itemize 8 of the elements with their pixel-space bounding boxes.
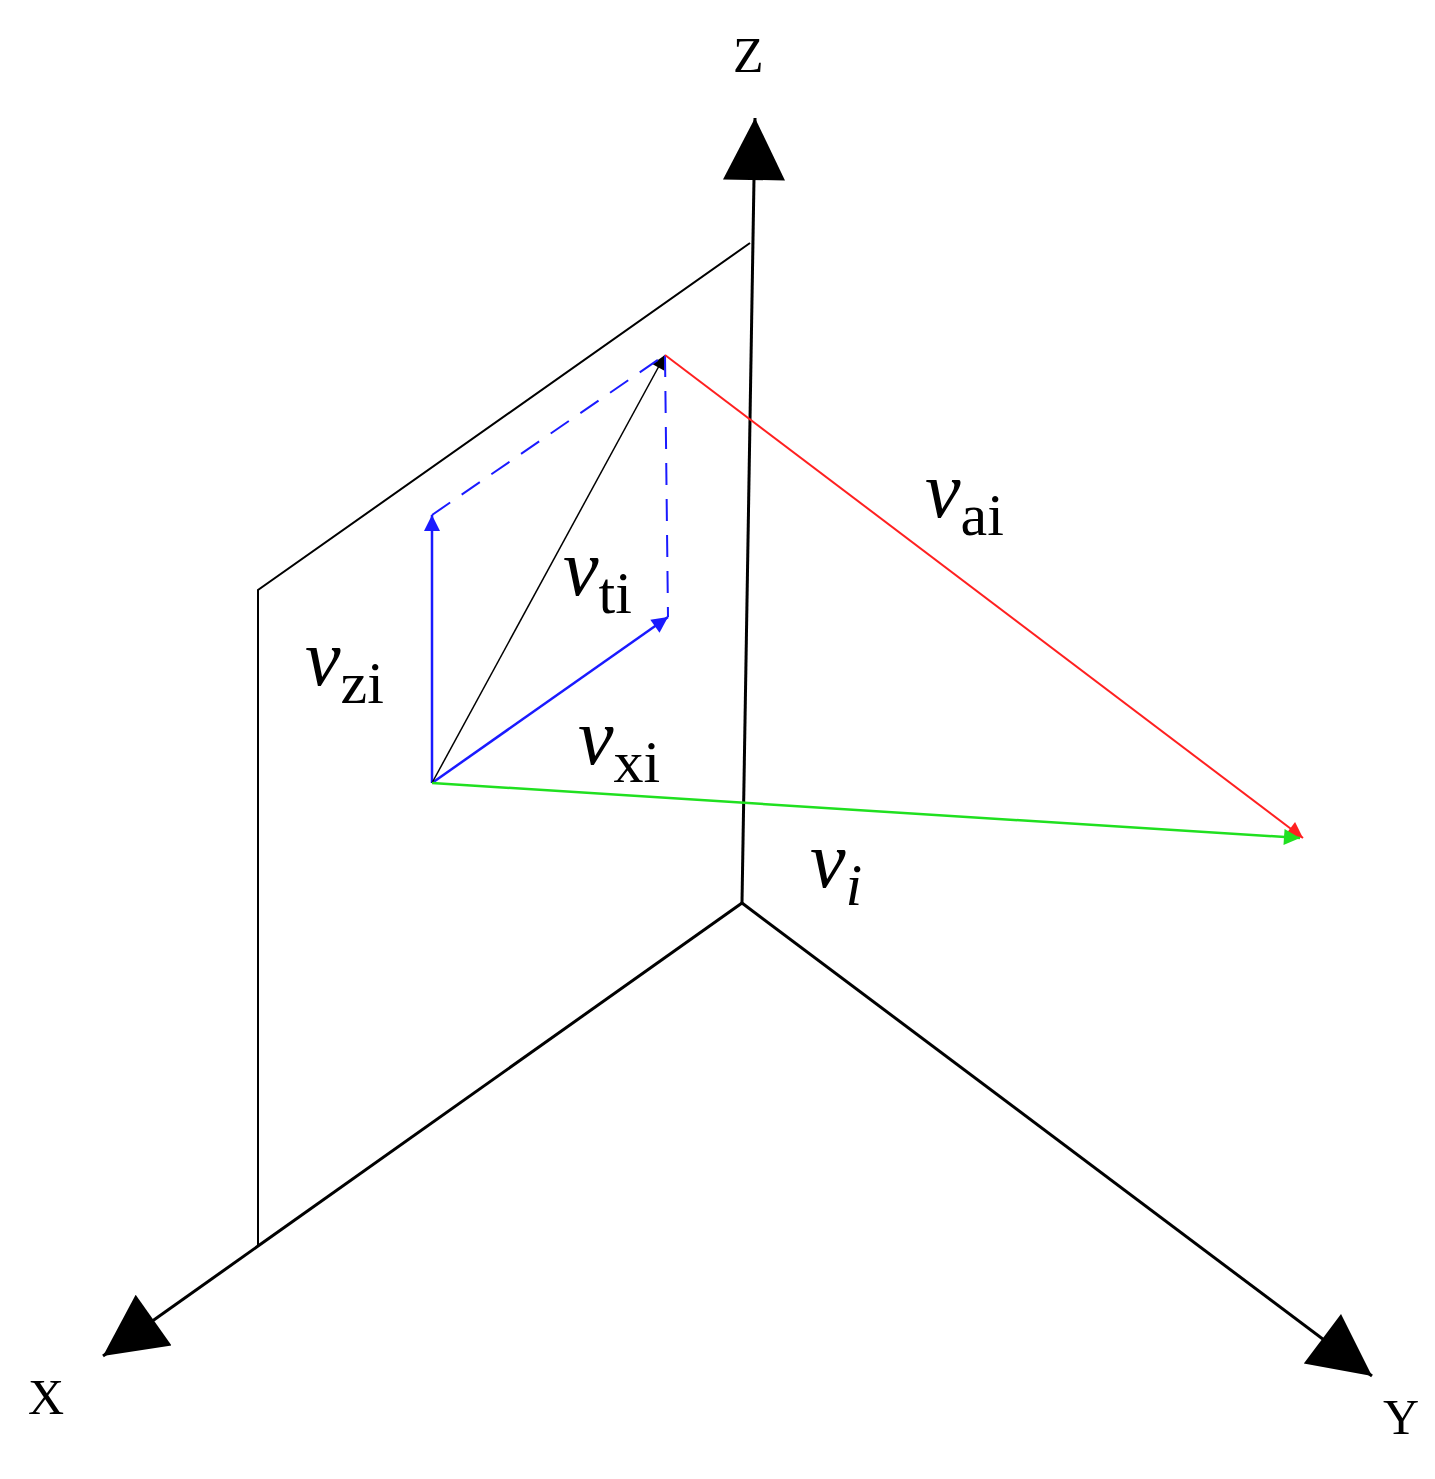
axis-label: Y	[1383, 1392, 1420, 1442]
axis-label: X	[28, 1372, 65, 1422]
vector-label: v$_{i}$	[810, 820, 863, 915]
vector-label: v$_{xi}$	[578, 697, 661, 792]
vector-label: v$_{ai}$	[925, 450, 1004, 545]
vector-label: v$_{ti}$	[563, 528, 632, 623]
vector-label: v$_{zi}$	[305, 618, 384, 713]
axis-label: Z	[733, 30, 764, 80]
